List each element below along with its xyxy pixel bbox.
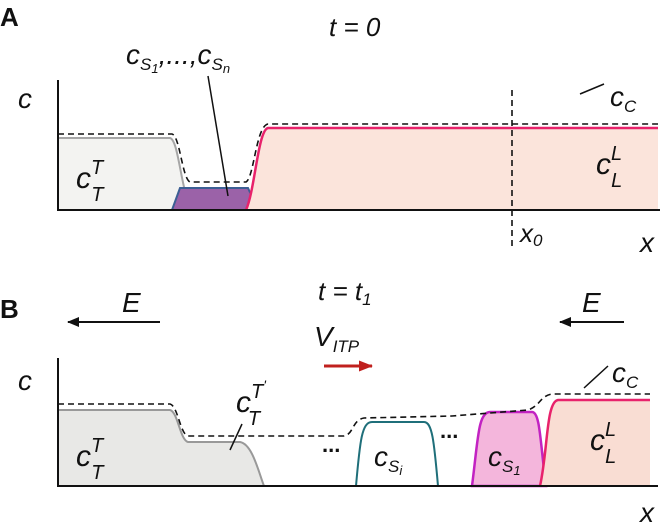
panel-a-x0-label: x0 — [518, 218, 543, 250]
panel-a-y-axis-label: c — [18, 83, 32, 114]
panel-a-time-label: t = 0 — [329, 12, 381, 42]
panel-a-sample-stack — [170, 187, 260, 211]
panel-b-ellipsis-1: ... — [322, 432, 340, 457]
panel-a-letter: A — [0, 2, 19, 32]
panel-a-trailing-zone — [58, 138, 186, 210]
panel-b-field-label-right: E — [582, 287, 601, 318]
panel-b-trailing-curve — [58, 409, 265, 487]
panel-b-sample-i-zone — [354, 421, 440, 487]
panel-b-velocity-label: VITP — [314, 321, 360, 356]
panel-a-counterion-line — [58, 123, 658, 183]
panel-b-leading-zone — [540, 400, 650, 486]
panel-b-leading-curve — [538, 398, 650, 487]
panel-b-field-label-left: E — [122, 287, 141, 318]
panel-a-counterion-label: cC — [610, 81, 637, 116]
panel-a-leading-curve — [244, 126, 658, 211]
panel-b-sample-1-zone — [470, 410, 548, 488]
panel-a-samples-pointer — [207, 75, 229, 197]
panel-b-counterion-pointer — [583, 365, 609, 389]
panel-b-trailing-zone — [58, 410, 264, 486]
panel-a-x-axis-label: x — [638, 227, 655, 258]
panel-b-adjusted-trailing-label: cT'T — [236, 377, 267, 430]
panel-b-time-label: t = t1 — [318, 276, 372, 309]
panel-a-samples-label: cS1,...,cSn — [126, 39, 230, 76]
panel-b-y-axis-label: c — [18, 365, 32, 396]
panel-b-counterion-line — [58, 393, 650, 437]
panel-b-adjusted-trailing-pointer — [229, 423, 243, 451]
panel-a-leading-zone — [246, 128, 658, 210]
panel-a-counterion-pointer — [579, 83, 605, 95]
panel-b-counterion-label: cC — [612, 357, 639, 392]
panel-b-x-axis-label: x — [638, 497, 655, 526]
panel-b-letter: B — [0, 294, 19, 324]
panel-b-ellipsis-2: ... — [440, 418, 458, 443]
